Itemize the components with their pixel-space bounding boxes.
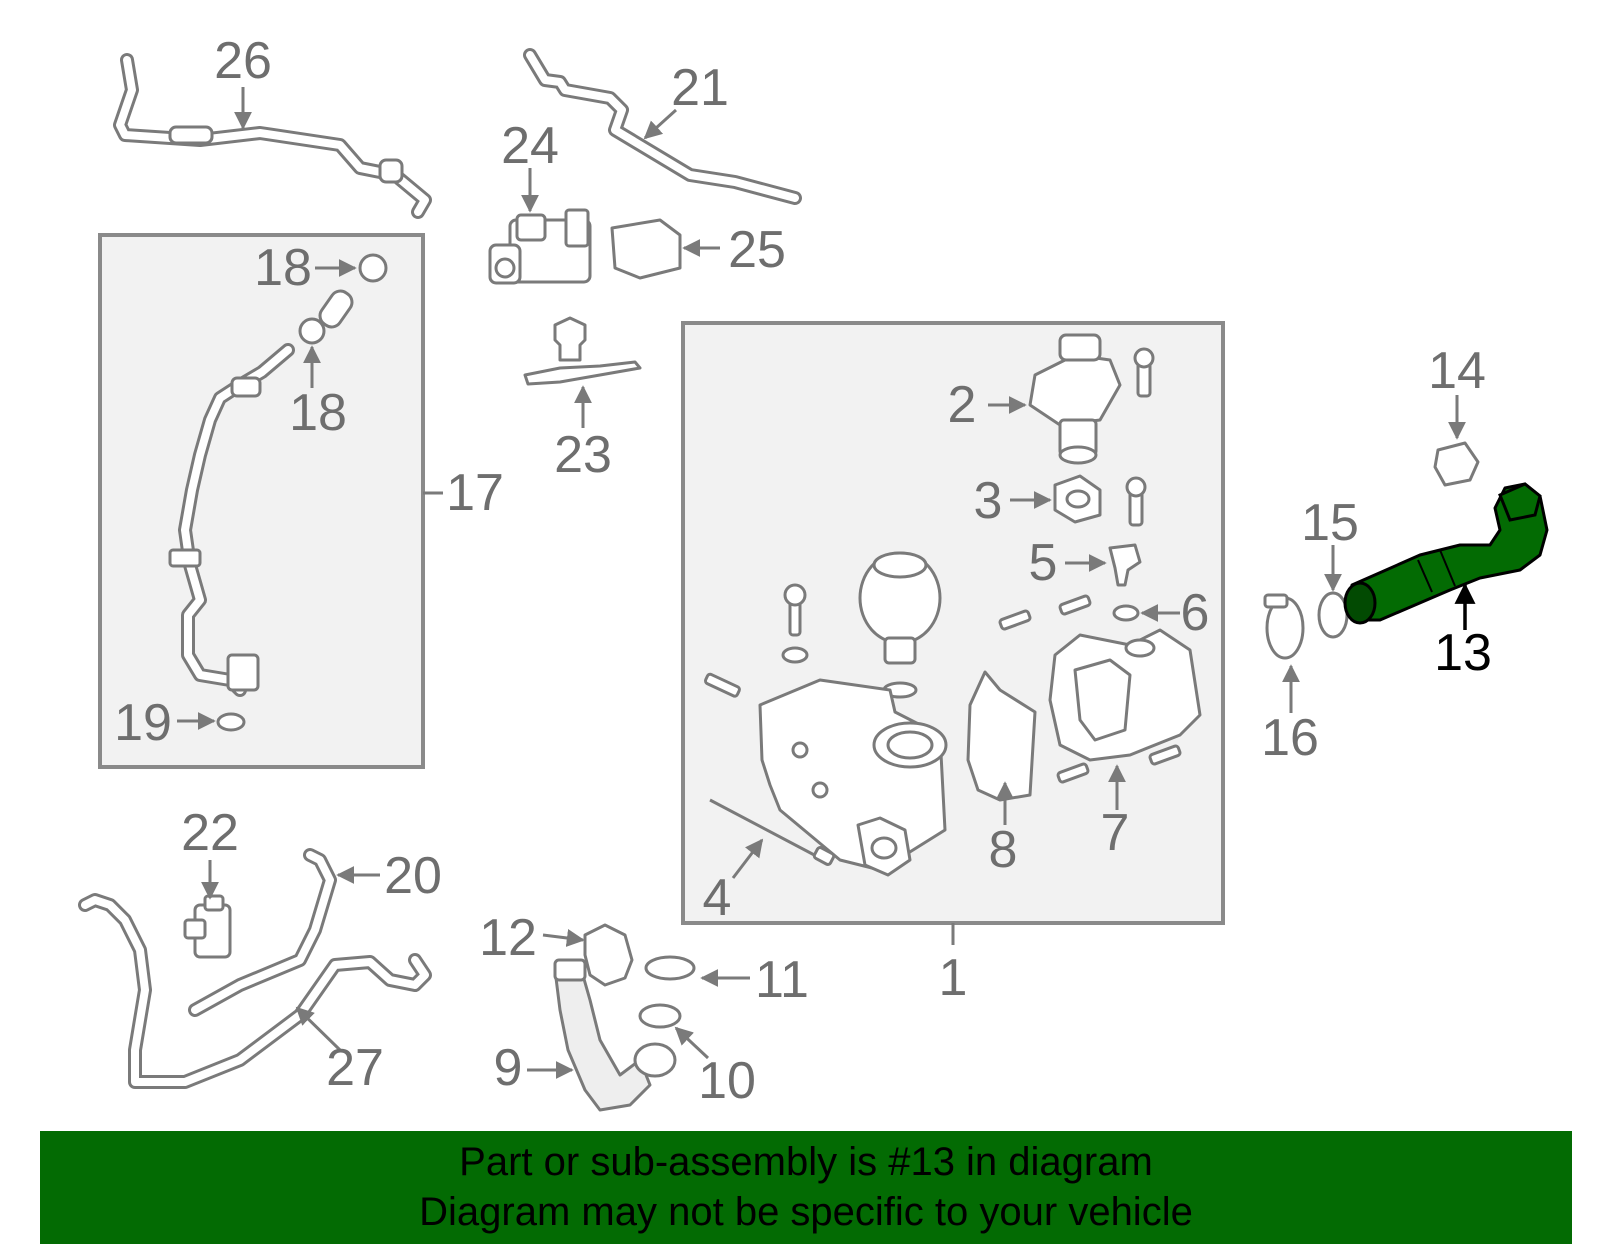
callout-16: 16 [1261, 709, 1319, 767]
part-21-pipe [523, 48, 802, 205]
part-1-egr-cooler [758, 678, 948, 877]
callout-24: 24 [501, 117, 559, 175]
callout-1: 1 [939, 949, 968, 1007]
callout-14: 14 [1428, 342, 1486, 400]
callout-5: 5 [1029, 534, 1058, 592]
leader-10 [674, 1026, 710, 1060]
part-14-gasket [1433, 441, 1480, 487]
part-5-sensor [1108, 543, 1142, 587]
callout-8: 8 [989, 821, 1018, 879]
callout-6: 6 [1181, 584, 1210, 642]
group-box-1 [681, 321, 1225, 925]
callout-22: 22 [181, 804, 239, 862]
callout-3: 3 [974, 472, 1003, 530]
part-10-ring [638, 1003, 682, 1029]
callout-7: 7 [1101, 804, 1130, 862]
part-26-hose [113, 53, 432, 219]
callout-18-bottom: 18 [289, 384, 347, 442]
callout-19: 19 [114, 694, 172, 752]
callout-20: 20 [384, 847, 442, 905]
callout-23: 23 [554, 426, 612, 484]
part-23-bracket [523, 316, 642, 386]
part-6-washer [1112, 604, 1140, 622]
callout-10: 10 [698, 1052, 756, 1110]
callout-15: 15 [1301, 494, 1359, 552]
part-4-probe [709, 798, 836, 866]
callout-25: 25 [728, 221, 786, 279]
leader-27 [295, 1006, 342, 1052]
part-20-pipe [188, 848, 337, 1017]
egr-actuator [858, 551, 942, 699]
banner-line-1: Part or sub-assembly is #13 in diagram [459, 1140, 1153, 1184]
callout-17: 17 [446, 464, 504, 522]
part-18-sleeve [318, 289, 354, 329]
callout-12: 12 [479, 909, 537, 967]
info-banner: Part or sub-assembly is #13 in diagram D… [40, 1131, 1572, 1244]
part-9-pipe [553, 958, 677, 1112]
part-2-valve [1028, 333, 1155, 465]
part-11-clamp [644, 955, 696, 981]
part-3-gasket [1053, 474, 1147, 527]
leader-12 [542, 929, 585, 947]
part-13-pipe-highlighted[interactable] [1343, 482, 1549, 625]
callout-11: 11 [755, 951, 809, 1009]
part-17-hose-assembly [168, 343, 295, 697]
callout-26: 26 [214, 32, 272, 90]
leader-4 [731, 838, 764, 879]
callout-13-highlighted: 13 [1434, 624, 1492, 682]
leader-21 [643, 108, 678, 140]
part-22-sensor [183, 894, 232, 959]
part-24-valve [488, 208, 592, 285]
group-box-17 [98, 233, 425, 769]
callout-18-top: 18 [254, 239, 312, 297]
banner-line-2: Diagram may not be specific to your vehi… [419, 1190, 1193, 1234]
part-15-clamp [1317, 591, 1349, 639]
part-18-clamp-bottom [298, 317, 326, 345]
part-25-cover [610, 218, 682, 280]
part-27-pipe [78, 893, 432, 1089]
part-19-washer [216, 712, 246, 732]
callout-4: 4 [703, 869, 732, 927]
part-18-clamp-top [358, 253, 388, 283]
part-7-bracket [1048, 628, 1202, 762]
callout-21: 21 [671, 59, 729, 117]
callout-2: 2 [948, 376, 977, 434]
bolts [703, 583, 1182, 784]
part-8-plate [966, 670, 1037, 802]
part-12-gasket [583, 923, 634, 987]
callout-27: 27 [326, 1039, 384, 1097]
part-16-clamp [1263, 593, 1305, 660]
callout-9: 9 [494, 1039, 523, 1097]
